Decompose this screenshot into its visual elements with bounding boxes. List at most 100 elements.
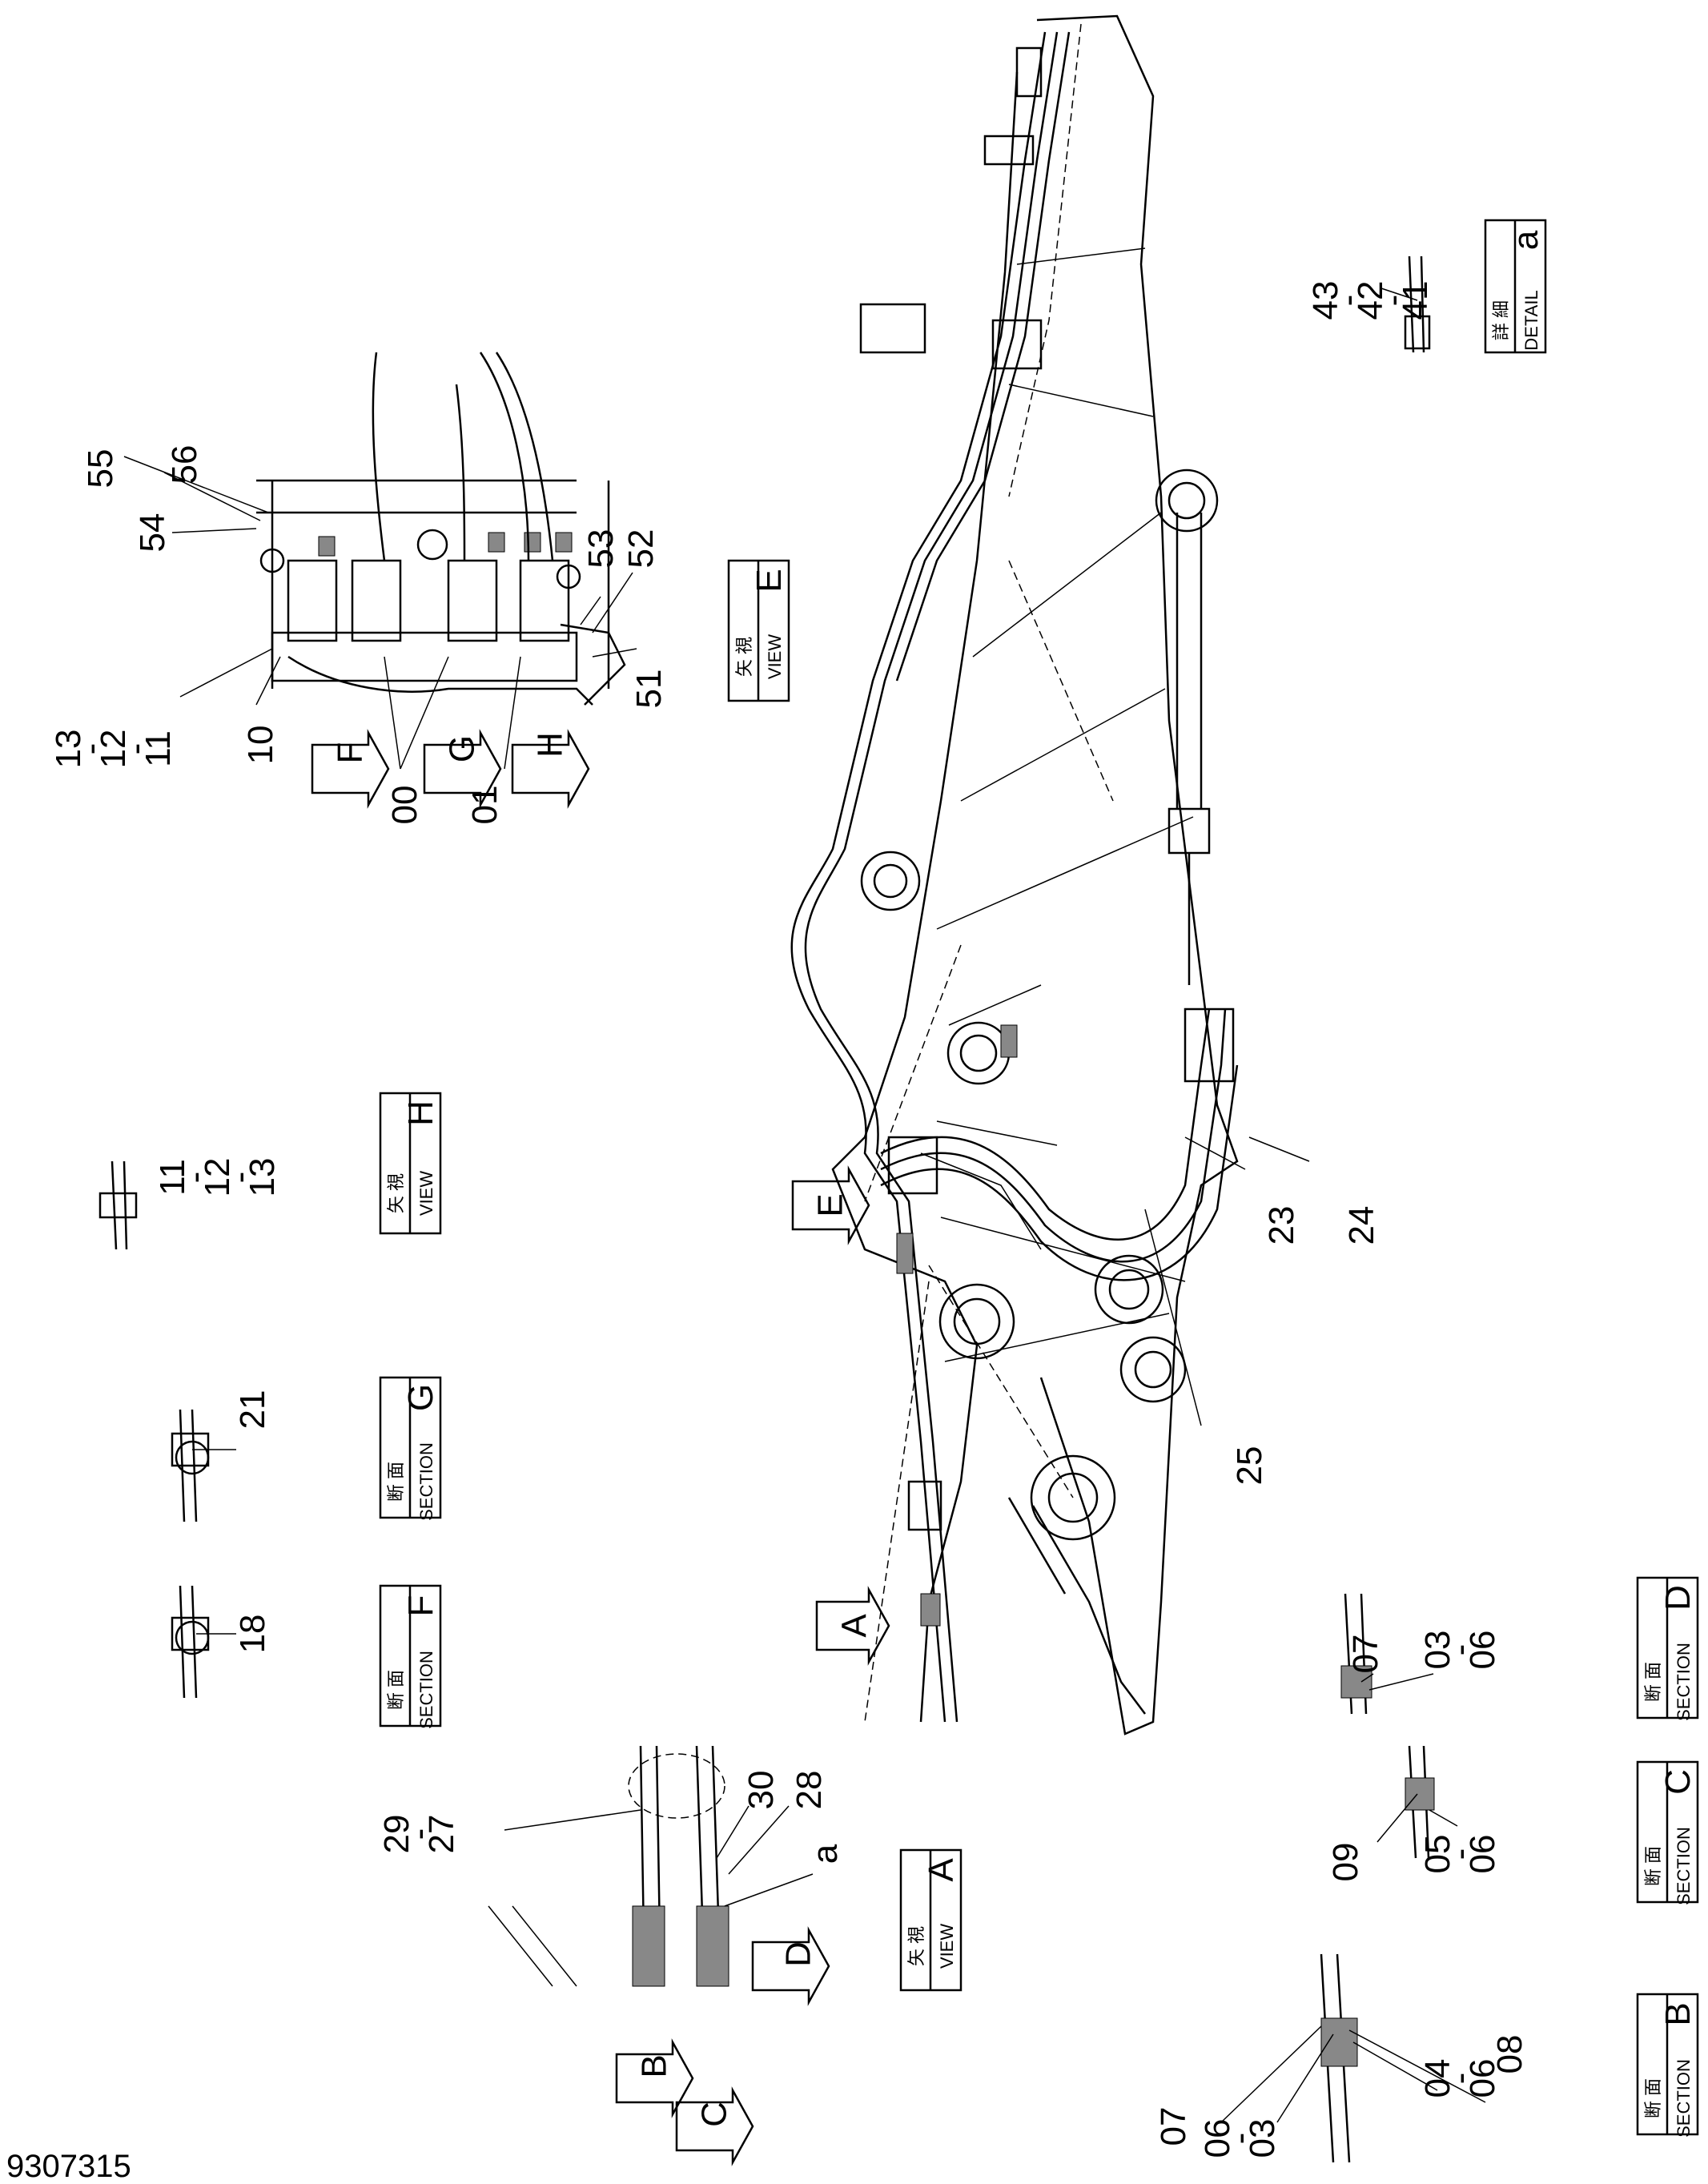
arrow-g-label: G [443,735,482,762]
callout-dash: - [116,743,155,755]
callout-56: 56 [165,445,204,485]
arrow-a-label: A [835,1614,874,1638]
callout-13: 13 [49,730,88,769]
callout-30: 30 [741,1771,781,1810]
callout-03: 03 [1243,2119,1282,2158]
callout-06: 06 [1463,1835,1502,1874]
view-e-detail [256,352,626,706]
section-f-jp: 断 面 [386,1670,406,1710]
callout-dash: - [1220,2133,1260,2145]
callout-a: a [806,1844,845,1864]
callout-04-06: 04 - 06 [1418,2059,1502,2098]
callout-08: 08 [1490,2035,1529,2074]
section-g-letter: G [401,1384,440,1411]
callout-03-06-d: 03 - 06 [1418,1631,1502,1670]
detail-a-box: a 詳 細 DETAIL [1484,219,1547,354]
boom-structure [831,14,1239,1736]
leader-lines [123,288,1486,2123]
callout-10: 10 [241,726,280,765]
view-h-en: VIEW [416,1171,436,1216]
detail-a-en: DETAIL [1521,290,1541,350]
callout-11: 11 [139,730,178,767]
callout-06: 06 [1463,1631,1502,1670]
view-e-en: VIEW [765,634,785,679]
callout-25: 25 [1230,1446,1269,1486]
section-d-en: SECTION [1674,1643,1694,1721]
callout-06: 06 [1198,2119,1237,2158]
section-b-box: B 断 面 SECTION [1636,1993,1699,2138]
callout-23: 23 [1262,1206,1301,1245]
callout-54: 54 [133,513,172,553]
callout-28: 28 [790,1771,829,1810]
section-c-jp: 断 面 [1643,1846,1663,1886]
callout-06: 06 [1463,2059,1502,2098]
callout-29-27: 29 - 27 [377,1815,461,1854]
callout-dash: - [1441,1644,1480,1656]
arrow-f-label: F [331,742,370,764]
section-c-letter: C [1658,1769,1698,1795]
view-h-letter: H [401,1100,440,1126]
callout-03: 03 [1418,1631,1457,1670]
section-b-letter: B [1658,2002,1698,2025]
hose-routing [790,23,1239,1723]
callout-05: 05 [1418,1835,1457,1874]
callout-12: 12 [198,1158,237,1197]
section-d-box: D 断 面 SECTION [1636,1576,1699,1721]
arrow-b-label: B [635,2054,674,2077]
callout-dash: - [1328,295,1368,307]
drawing-number: 9307315 [6,2149,131,2184]
callout-dash: - [1373,295,1413,307]
callout-41: 41 [1396,281,1435,320]
callout-43: 43 [1306,281,1345,320]
view-a-letter: A [922,1858,961,1882]
section-d-letter: D [1658,1585,1698,1611]
arrow-c-label: C [695,2102,734,2127]
detail-sketches [98,255,1435,2163]
view-e-box: E 矢 視 VIEW [727,559,790,702]
section-g-box: G 断 面 SECTION [379,1376,442,1521]
callout-dash: - [71,743,111,755]
callout-dash: - [400,1828,439,1840]
callouts: 43 - 42 - 41 55 56 54 53 52 51 13 - 12 -… [49,281,1529,2158]
callout-dash: - [1441,2073,1480,2085]
view-a-box: A 矢 視 VIEW [899,1848,963,1992]
section-b-en: SECTION [1674,2059,1694,2138]
callout-dash: - [175,1172,215,1184]
callout-29: 29 [377,1815,416,1854]
callout-21: 21 [233,1390,272,1430]
callout-18: 18 [233,1615,272,1654]
section-c-en: SECTION [1674,1827,1694,1905]
section-f-en: SECTION [416,1651,436,1729]
section-d-jp: 断 面 [1643,1662,1663,1702]
callout-00: 00 [385,786,424,825]
callout-05-06: 05 - 06 [1418,1835,1502,1874]
callout-07-d: 07 [1346,1635,1385,1674]
view-a-jp: 矢 視 [906,1926,926,1966]
callout-51: 51 [629,670,669,709]
callout-dash: - [220,1172,259,1184]
callout-01: 01 [465,786,504,825]
view-h-box: H 矢 視 VIEW [379,1092,442,1235]
callout-04: 04 [1418,2059,1457,2098]
callout-53: 53 [581,529,621,569]
view-arrows: E F G H A D B C [311,729,890,2166]
arrow-d-label: D [779,1941,818,1967]
callout-24: 24 [1342,1206,1381,1245]
callout-52: 52 [621,529,661,569]
view-e-letter: E [750,569,789,592]
callout-dash: - [1441,1848,1480,1860]
view-e-jp: 矢 視 [734,637,754,677]
callout-13: 13 [243,1158,282,1197]
callout-12: 12 [94,730,133,769]
callout-27: 27 [422,1815,461,1854]
callout-42: 42 [1351,281,1390,320]
section-b-jp: 断 面 [1643,2078,1663,2118]
detail-a-jp: 詳 細 [1491,300,1511,340]
detail-a-letter: a [1506,230,1545,250]
callout-13-11: 13 - 12 - 11 [49,730,178,769]
section-g-jp: 断 面 [386,1462,406,1502]
callout-06-03: 06 - 03 [1198,2119,1282,2158]
arrow-e-label: E [811,1193,850,1217]
callout-09: 09 [1326,1843,1365,1882]
